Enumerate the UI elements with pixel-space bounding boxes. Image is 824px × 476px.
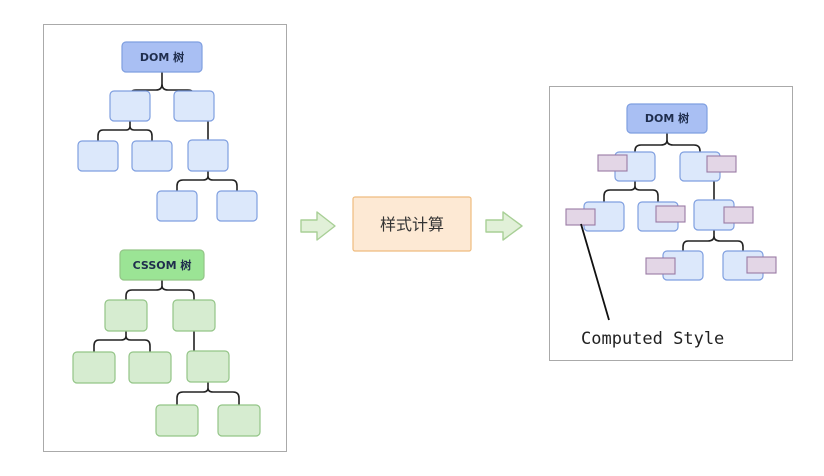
tree-edges	[93, 72, 744, 405]
dom-node	[131, 140, 173, 172]
computed-style-tag	[597, 154, 628, 172]
dom-node	[187, 139, 229, 172]
cssom-node	[172, 299, 216, 332]
computed-style-tag	[565, 208, 596, 226]
dom-edge-left	[97, 121, 153, 141]
right-arrow-icon	[485, 211, 523, 241]
computed-style-tag	[723, 206, 754, 224]
result-edge-left	[603, 181, 659, 202]
dom-node	[77, 140, 119, 172]
dom-node	[156, 190, 198, 222]
cssom-root-node	[119, 249, 205, 281]
right-arrow-icon	[300, 211, 336, 241]
computed-style-tag	[746, 256, 777, 274]
cssom-node	[104, 299, 148, 332]
result-root-node	[626, 103, 708, 134]
cssom-edge-root	[125, 280, 195, 300]
dom-edge-deep	[176, 171, 238, 191]
computed-style-tag	[655, 205, 686, 223]
dom-node	[173, 90, 215, 122]
result-root-label: DOM 树	[645, 111, 689, 125]
cssom-node	[186, 350, 230, 383]
result-edge-deep	[682, 230, 744, 251]
cssom-edge-left	[93, 331, 151, 352]
dom-node	[216, 190, 258, 222]
dom-node	[109, 90, 151, 122]
computed-style-caption: Computed Style	[581, 329, 724, 349]
cssom-node	[128, 351, 172, 384]
style-calculation-label: 样式计算	[380, 215, 444, 234]
style-calculation-box	[352, 196, 472, 252]
dom-root-node	[121, 41, 203, 73]
cssom-node	[217, 404, 261, 437]
cssom-edge-deep	[176, 382, 240, 405]
computed-style-tag	[645, 257, 676, 275]
cssom-root-label: CSSOM 树	[133, 258, 192, 272]
cssom-node	[72, 351, 116, 384]
cssom-node	[155, 404, 199, 437]
result-edge-root	[634, 133, 701, 152]
dom-root-label: DOM 树	[140, 50, 184, 64]
computed-style-tag	[706, 155, 737, 173]
computed-style-pointer	[580, 223, 610, 321]
